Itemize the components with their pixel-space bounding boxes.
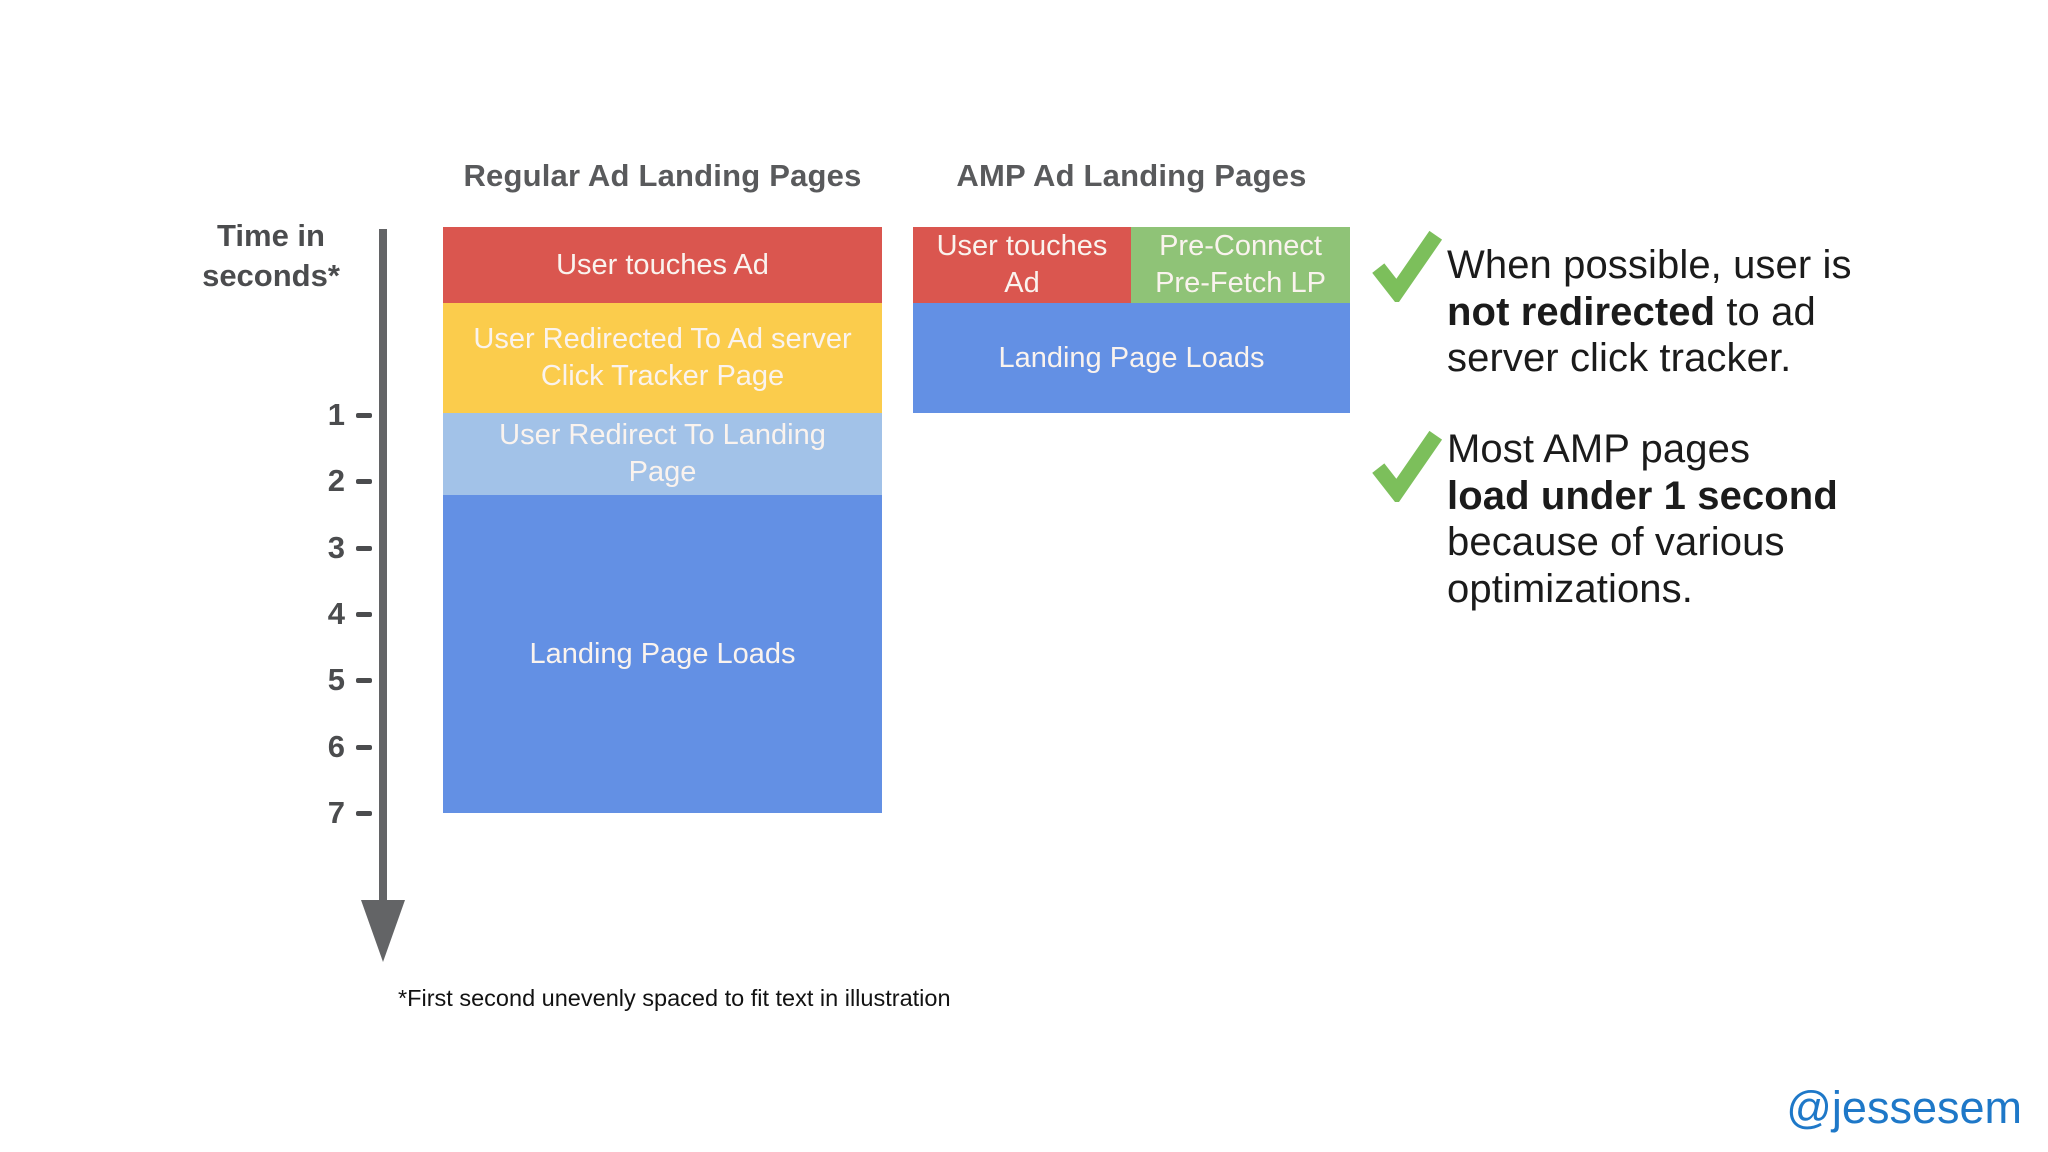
tick-mark xyxy=(356,545,372,551)
watermark-handle: @jessesem xyxy=(1786,1082,2022,1133)
tick-label: 1 xyxy=(327,397,345,432)
note-load-under-1-second: Most AMP pages load under 1 second becau… xyxy=(1447,427,1838,611)
time-axis-label-line2: seconds* xyxy=(202,258,340,293)
tick-mark xyxy=(356,810,372,816)
amp-block-preconnect-prefetch: Pre-Connect Pre-Fetch LP xyxy=(1131,227,1350,303)
regular-block-landing-page-loads: Landing Page Loads xyxy=(443,495,882,813)
regular-column-title: Regular Ad Landing Pages xyxy=(463,158,862,193)
axis-tick-1: 1 xyxy=(280,395,372,435)
arrow-down-icon xyxy=(361,900,405,962)
block-label: User touches xyxy=(936,230,1108,262)
amp-block-landing-page-loads: Landing Page Loads xyxy=(913,303,1350,413)
tick-label: 6 xyxy=(327,729,345,764)
tick-label: 7 xyxy=(327,795,345,830)
time-axis-label-line1: Time in xyxy=(217,218,325,253)
block-label: Landing Page Loads xyxy=(998,341,1265,374)
tick-label: 2 xyxy=(327,463,345,498)
check-icon xyxy=(1368,424,1446,505)
block-label: User touches Ad xyxy=(556,248,769,281)
tick-mark xyxy=(356,611,372,617)
axis-tick-7: 7 xyxy=(280,793,372,833)
block-label: User Redirected To Ad server xyxy=(473,323,852,355)
time-axis-label: Time in seconds* xyxy=(156,216,386,296)
block-label: Landing Page Loads xyxy=(529,637,796,670)
axis-tick-4: 4 xyxy=(280,594,372,634)
block-label: Pre-Fetch LP xyxy=(1155,267,1326,299)
tick-mark xyxy=(356,412,372,418)
tick-label: 4 xyxy=(327,596,345,631)
note-not-redirected: When possible, user is not redirected to… xyxy=(1447,243,1852,380)
block-label: Page xyxy=(628,456,697,488)
axis-tick-2: 2 xyxy=(280,461,372,501)
tick-mark xyxy=(356,478,372,484)
block-label: Pre-Connect xyxy=(1159,230,1322,262)
block-label: Ad xyxy=(1004,267,1040,299)
amp-column-title: AMP Ad Landing Pages xyxy=(956,158,1307,193)
tick-mark xyxy=(356,677,372,683)
amp-block-user-touches-ad: User touches Ad xyxy=(913,227,1131,303)
check-icon xyxy=(1368,224,1446,305)
footnote: *First second unevenly spaced to fit tex… xyxy=(398,985,951,1011)
regular-block-redirect-to-landing: User Redirect To Landing Page xyxy=(443,413,882,495)
tick-mark xyxy=(356,744,372,750)
tick-label: 3 xyxy=(327,530,345,565)
axis-tick-5: 5 xyxy=(280,660,372,700)
regular-block-user-touches-ad: User touches Ad xyxy=(443,227,882,303)
time-axis-arrow-shaft xyxy=(379,229,387,903)
axis-tick-3: 3 xyxy=(280,528,372,568)
axis-tick-6: 6 xyxy=(280,727,372,767)
block-label: User Redirect To Landing xyxy=(499,419,826,451)
block-label: Click Tracker Page xyxy=(540,360,785,392)
regular-block-ad-server-click-tracker: User Redirected To Ad server Click Track… xyxy=(443,303,882,413)
tick-label: 5 xyxy=(327,662,345,697)
